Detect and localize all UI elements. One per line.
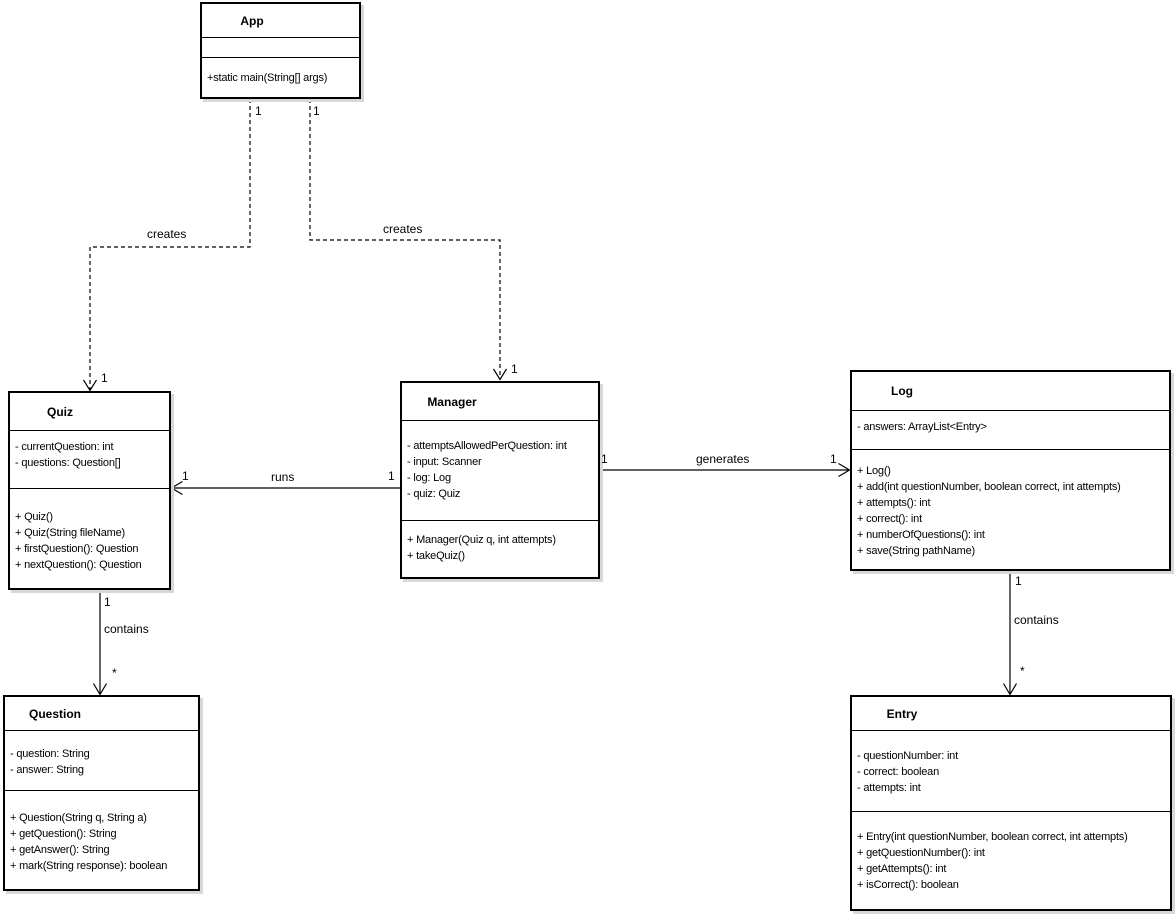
- class-methods-compartment: + Quiz() + Quiz(String fileName) + firstQu…: [10, 489, 169, 588]
- class-title-compartment: App: [202, 4, 359, 38]
- class-name: App: [240, 14, 264, 28]
- class-name: Quiz: [47, 405, 73, 419]
- open-arrowhead-right-icon: [838, 462, 851, 478]
- attribute-row: - attemptsAllowedPerQuestion: int: [407, 440, 567, 452]
- attribute-row: - input: Scanner: [407, 456, 482, 468]
- class-name: Entry: [886, 707, 918, 721]
- multiplicity-label: 1: [255, 104, 262, 118]
- class-attributes-compartment: [202, 38, 359, 58]
- multiplicity-label: 1: [1015, 574, 1022, 588]
- method-row: + Quiz(String fileName): [15, 527, 126, 539]
- open-arrowhead-down-icon: [492, 368, 508, 381]
- method-row: + save(String pathName): [857, 545, 975, 557]
- dependency-line[interactable]: [309, 99, 501, 379]
- attribute-row: - answer: String: [10, 764, 84, 776]
- multiplicity-label: 1: [830, 452, 837, 466]
- class-name: Question: [28, 707, 81, 721]
- open-arrowhead-down-icon: [1002, 683, 1018, 696]
- open-arrowhead-left-icon: [170, 480, 183, 496]
- method-row: +static main(String[] args): [207, 71, 328, 84]
- method-row: + getAttempts(): int: [857, 863, 947, 875]
- attribute-row: - question: String: [10, 748, 90, 760]
- dependency-app-creates-manager[interactable]: [309, 99, 508, 381]
- class-methods-compartment: + Entry(int questionNumber, boolean corr…: [852, 812, 1170, 909]
- class-log[interactable]: Log - answers: ArrayList<Entry> + Log()+…: [850, 370, 1171, 571]
- class-methods-compartment: + Manager(Quiz q, int attempts) + takeQui…: [402, 521, 598, 577]
- attribute-row: - correct: boolean: [857, 766, 939, 778]
- method-row: + takeQuiz(): [407, 550, 465, 562]
- class-attributes-compartment: - currentQuestion: int - questions: Quest…: [10, 431, 169, 489]
- attribute-row: - currentQuestion: int: [15, 441, 114, 453]
- dependency-line[interactable]: [89, 99, 251, 390]
- class-name: Manager: [427, 395, 477, 409]
- method-row: + Quiz(): [15, 511, 53, 523]
- multiplicity-label: 1: [101, 371, 108, 385]
- multiplicity-label: *: [1020, 664, 1025, 678]
- multiplicity-label: 1: [511, 362, 518, 376]
- class-title-compartment: Entry: [852, 697, 1170, 731]
- method-row: + getAnswer(): String: [10, 844, 110, 856]
- class-methods-compartment: +static main(String[] args): [202, 58, 359, 97]
- method-row: + Log(): [857, 465, 891, 477]
- multiplicity-label: 1: [313, 104, 320, 118]
- attribute-row: - quiz: Quiz: [407, 488, 461, 500]
- association-manager-generates-log[interactable]: [600, 462, 851, 478]
- relationship-label: creates: [147, 227, 187, 241]
- class-entry[interactable]: Entry - questionNumber: int - correct: bo…: [850, 695, 1172, 911]
- class-title-compartment: Log: [852, 372, 1169, 411]
- association-log-contains-entry[interactable]: [1002, 571, 1018, 696]
- method-row: + firstQuestion(): Question: [15, 543, 139, 555]
- relationship-label: contains: [1014, 613, 1059, 627]
- multiplicity-label: 1: [388, 469, 395, 483]
- method-row: + nextQuestion(): Question: [15, 559, 142, 571]
- class-attributes-compartment: - questionNumber: int - correct: boolean -…: [852, 731, 1170, 812]
- class-question[interactable]: Question - question: String - answer: Str…: [3, 695, 200, 891]
- class-app[interactable]: App +static main(String[] args): [200, 2, 361, 99]
- multiplicity-label: 1: [104, 595, 111, 609]
- class-quiz[interactable]: Quiz - currentQuestion: int - questions: …: [8, 391, 171, 590]
- method-row: + isCorrect(): boolean: [857, 879, 959, 891]
- class-title-compartment: Question: [5, 697, 198, 731]
- association-manager-runs-quiz[interactable]: [170, 480, 401, 496]
- attribute-row: - questions: Question[]: [15, 457, 121, 469]
- multiplicity-label: 1: [182, 469, 189, 483]
- method-row: + Manager(Quiz q, int attempts): [407, 534, 556, 546]
- method-row: + correct(): int: [857, 513, 922, 525]
- open-arrowhead-down-icon: [82, 379, 98, 392]
- multiplicity-label: 1: [601, 452, 608, 466]
- class-title-compartment: Manager: [402, 383, 598, 421]
- relationship-label: generates: [696, 452, 750, 466]
- association-quiz-contains-question[interactable]: [92, 590, 108, 696]
- attribute-row: - answers: ArrayList<Entry>: [857, 421, 987, 433]
- class-attributes-compartment: - attemptsAllowedPerQuestion: int - input…: [402, 421, 598, 521]
- method-row: + attempts(): int: [857, 497, 931, 509]
- multiplicity-label: *: [112, 666, 117, 680]
- class-attributes-compartment: - answers: ArrayList<Entry>: [852, 411, 1169, 450]
- relationship-label: contains: [104, 622, 149, 636]
- method-row: + getQuestionNumber(): int: [857, 847, 985, 859]
- attribute-row: - attempts: int: [857, 782, 921, 794]
- attribute-row: - log: Log: [407, 472, 451, 484]
- open-arrowhead-down-icon: [92, 683, 108, 696]
- method-row: + getQuestion(): String: [10, 828, 117, 840]
- relationship-label: runs: [271, 470, 295, 484]
- class-attributes-compartment: - question: String - answer: String: [5, 731, 198, 791]
- class-manager[interactable]: Manager - attemptsAllowedPerQuestion: in…: [400, 381, 600, 579]
- method-row: + Entry(int questionNumber, boolean corr…: [857, 831, 1128, 843]
- dependency-app-creates-quiz[interactable]: [82, 99, 251, 392]
- method-row: + add(int questionNumber, boolean correc…: [857, 481, 1121, 493]
- class-methods-compartment: + Question(String q, String a) + getQuest…: [5, 791, 198, 889]
- method-row: + Question(String q, String a): [10, 812, 147, 824]
- method-row: + numberOfQuestions(): int: [857, 529, 985, 541]
- class-methods-compartment: + Log() + add(int questionNumber, boolean…: [852, 450, 1169, 569]
- method-row: + mark(String response): boolean: [10, 860, 168, 872]
- relationship-label: creates: [383, 222, 423, 236]
- class-title-compartment: Quiz: [10, 393, 169, 431]
- class-name: Log: [891, 384, 913, 398]
- attribute-row: - questionNumber: int: [857, 750, 958, 762]
